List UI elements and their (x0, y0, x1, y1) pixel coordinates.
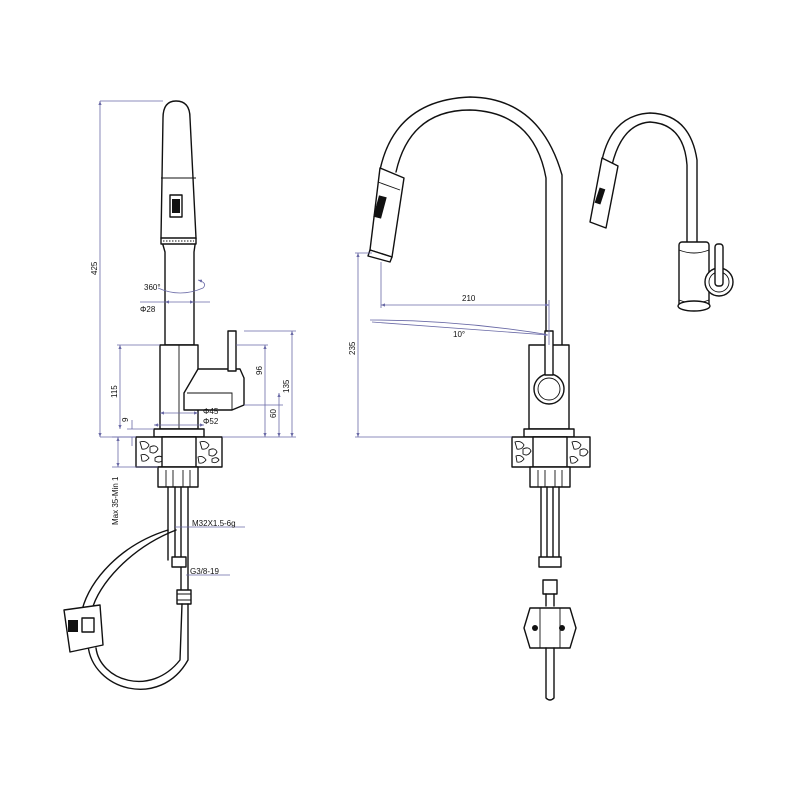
dim-swivel-angle: 10° (453, 330, 465, 339)
dim-reach: 210 (462, 294, 476, 303)
side-view (63, 100, 245, 690)
front-handle-boss (533, 373, 565, 405)
side-handle-lever (227, 330, 237, 372)
front-aerator (367, 249, 393, 263)
dim-height-total: 425 (90, 261, 99, 275)
front-hose (545, 647, 555, 701)
iso-gooseneck-outer (601, 112, 698, 246)
side-hose-nut-2 (176, 589, 192, 605)
iso-spray-button (594, 187, 606, 205)
dim-base-diameter: Φ52 (203, 417, 219, 426)
side-view-dimensions: 425 360° Φ28 115 9 96 60 135 Φ45 Φ52 Max… (90, 100, 296, 576)
side-spout-tube (160, 100, 197, 346)
dim-handle-height: 96 (255, 366, 264, 375)
front-view (367, 96, 591, 701)
dim-body-height: 115 (110, 385, 119, 398)
dim-counter-thickness: Max 35-Min 1 (111, 476, 120, 525)
side-handle-boss (183, 368, 245, 411)
side-shank-pipes (167, 486, 189, 601)
iso-handle-lever (714, 243, 724, 287)
front-gooseneck-inner (395, 109, 547, 346)
dim-spout-diameter: Φ28 (140, 305, 156, 314)
iso-gooseneck-inner (611, 121, 688, 246)
dim-rotation: 360° (144, 283, 161, 292)
dim-thread-main: M32X1.5-6g (192, 519, 236, 528)
dim-thread-hose: G3/8-19 (190, 567, 219, 576)
side-mounting-nut (157, 466, 199, 488)
iso-base (677, 300, 711, 312)
front-base-ring (523, 428, 575, 438)
dim-handle-axis: 60 (269, 409, 278, 418)
dim-body-diameter: Φ45 (203, 407, 219, 416)
front-pipes (540, 486, 560, 561)
side-rotation-arc (157, 279, 206, 294)
front-hose-nut-2 (542, 579, 558, 595)
side-hose-weight-window (68, 620, 78, 632)
dim-lever-height: 135 (282, 379, 291, 393)
side-hose-loop (81, 529, 189, 690)
side-base-ring (153, 428, 205, 438)
dim-spout-height: 235 (348, 341, 357, 355)
dim-base-height: 9 (121, 417, 130, 422)
front-hose-nut-1 (538, 556, 562, 568)
side-hose-nut-1 (171, 556, 187, 568)
perspective-view (589, 112, 734, 312)
side-spray-button-inner (172, 199, 180, 213)
front-hose-weight (523, 607, 577, 649)
side-shank-in-counter (161, 436, 197, 468)
front-shank-in-counter (532, 436, 568, 468)
front-view-dimensions: 235 210 10° (348, 252, 550, 438)
front-spray-button (373, 195, 387, 219)
front-mounting-nut (529, 466, 571, 488)
front-gooseneck-outer (379, 96, 563, 346)
